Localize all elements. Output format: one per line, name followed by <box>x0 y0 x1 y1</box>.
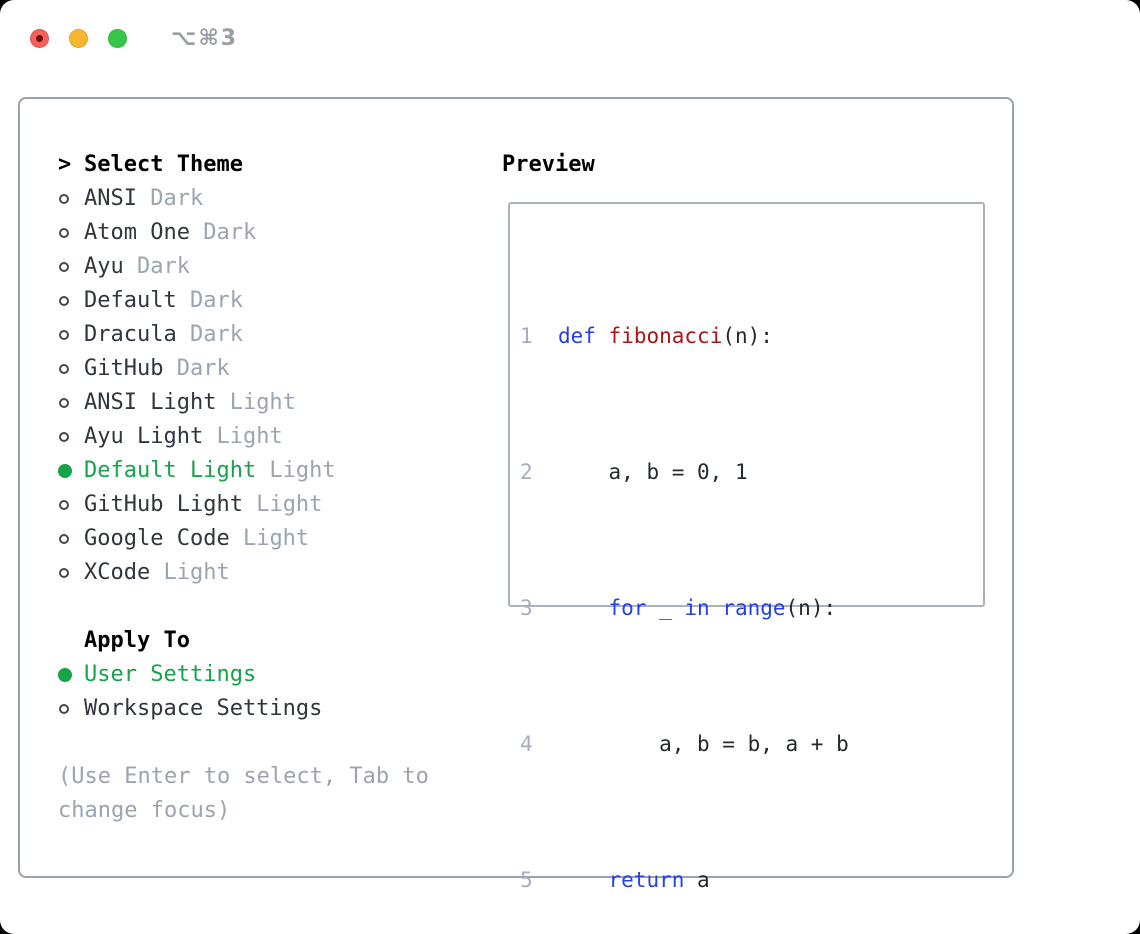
select-theme-header: Select Theme <box>84 152 243 177</box>
option-variant: Dark <box>163 356 230 381</box>
option-label: Ayu Light <box>84 424 204 449</box>
theme-item-ayu-light[interactable]: Ayu Light Light <box>58 420 336 454</box>
code-line: 1 def fibonacci(n): <box>520 324 773 348</box>
option-label: Dracula <box>84 322 177 347</box>
maximize-button[interactable] <box>108 28 127 48</box>
theme-item-google-code[interactable]: Google Code Light <box>58 522 336 556</box>
option-label: GitHub Light <box>84 492 243 517</box>
theme-item-ansi-light[interactable]: ANSI Light Light <box>58 386 336 420</box>
option-variant: Dark <box>176 322 243 347</box>
option-variant: Dark <box>189 220 257 245</box>
close-focus-dot-icon <box>36 34 43 42</box>
radio-icon <box>59 398 69 408</box>
radio-icon <box>59 364 69 374</box>
theme-item-default-light[interactable]: Default Light Light <box>58 454 336 488</box>
radio-icon <box>59 704 69 714</box>
preview-header: Preview <box>502 152 595 177</box>
help-text: (Use Enter to select, Tab to change focu… <box>58 764 443 823</box>
option-label: User Settings <box>84 662 257 687</box>
titlebar: ⌥⌘3 <box>0 0 1140 76</box>
radio-icon <box>59 330 69 340</box>
apply-option-workspace-settings[interactable]: Workspace Settings <box>58 692 322 726</box>
option-label: ANSI Light <box>84 390 217 415</box>
option-variant: Light <box>229 526 310 551</box>
option-label: Default <box>84 288 177 313</box>
option-label: XCode <box>84 560 151 585</box>
option-variant: Light <box>216 390 296 415</box>
theme-item-github-light[interactable]: GitHub Light Light <box>58 488 336 522</box>
preview-pane: 1 def fibonacci(n): 2 a, b = 0, 1 3 for … <box>508 202 985 892</box>
radio-icon <box>59 432 69 442</box>
radio-icon <box>59 228 69 238</box>
theme-item-atom-one[interactable]: Atom One Dark <box>58 216 336 250</box>
theme-item-dracula[interactable]: Dracula Dark <box>58 318 336 352</box>
apply-to-header-row: Apply To <box>58 624 322 658</box>
close-button[interactable] <box>30 28 49 48</box>
theme-item-ansi[interactable]: ANSI Dark <box>58 182 336 216</box>
theme-item-ayu[interactable]: Ayu Dark <box>58 250 336 284</box>
apply-to-header: Apply To <box>84 628 190 653</box>
theme-item-github[interactable]: GitHub Dark <box>58 352 336 386</box>
code-line: 3 for _ in range(n): <box>520 596 837 620</box>
main-panel: > Select Theme ANSI Dark Atom One Dark A… <box>18 97 1014 892</box>
option-label: Atom One <box>84 220 190 245</box>
radio-icon <box>58 668 72 682</box>
code-line: 5 return a <box>520 868 710 892</box>
theme-item-xcode[interactable]: XCode Light <box>58 556 336 590</box>
option-variant: Dark <box>123 254 190 279</box>
minimize-button[interactable] <box>69 28 88 48</box>
radio-icon <box>59 296 69 306</box>
select-theme-header-row: > Select Theme <box>58 148 336 182</box>
code-line: 4 a, b = b, a + b <box>520 732 849 756</box>
apply-option-user-settings[interactable]: User Settings <box>58 658 322 692</box>
radio-icon <box>59 568 69 578</box>
theme-list: ANSI Dark Atom One Dark Ayu Dark Default… <box>58 182 336 590</box>
code-preview: 1 def fibonacci(n): 2 a, b = 0, 1 3 for … <box>520 251 912 934</box>
code-line: 2 a, b = 0, 1 <box>520 460 748 484</box>
option-label: Ayu <box>84 254 124 279</box>
theme-selector: > Select Theme ANSI Dark Atom One Dark A… <box>58 148 336 590</box>
option-variant: Light <box>242 492 323 517</box>
option-label: ANSI <box>84 186 137 211</box>
option-variant: Dark <box>176 288 243 313</box>
option-label: Google Code <box>84 526 230 551</box>
traffic-lights <box>30 28 127 48</box>
window-title-shortcut: ⌥⌘3 <box>171 25 239 51</box>
option-label: GitHub <box>84 356 164 381</box>
option-variant: Light <box>150 560 230 585</box>
radio-icon <box>59 500 69 510</box>
theme-item-default[interactable]: Default Dark <box>58 284 336 318</box>
radio-icon <box>59 534 69 544</box>
radio-icon <box>59 262 69 272</box>
cursor-marker-icon: > <box>58 152 72 177</box>
radio-icon <box>58 464 72 478</box>
apply-to-section: Apply To User Settings Workspace Setting… <box>58 624 322 726</box>
apply-to-list: User Settings Workspace Settings <box>58 658 322 726</box>
option-variant: Dark <box>136 186 204 211</box>
option-label: Default Light <box>84 458 257 483</box>
option-label: Workspace Settings <box>84 696 323 721</box>
option-variant: Light <box>256 458 336 483</box>
option-variant: Light <box>203 424 283 449</box>
radio-icon <box>59 194 69 204</box>
